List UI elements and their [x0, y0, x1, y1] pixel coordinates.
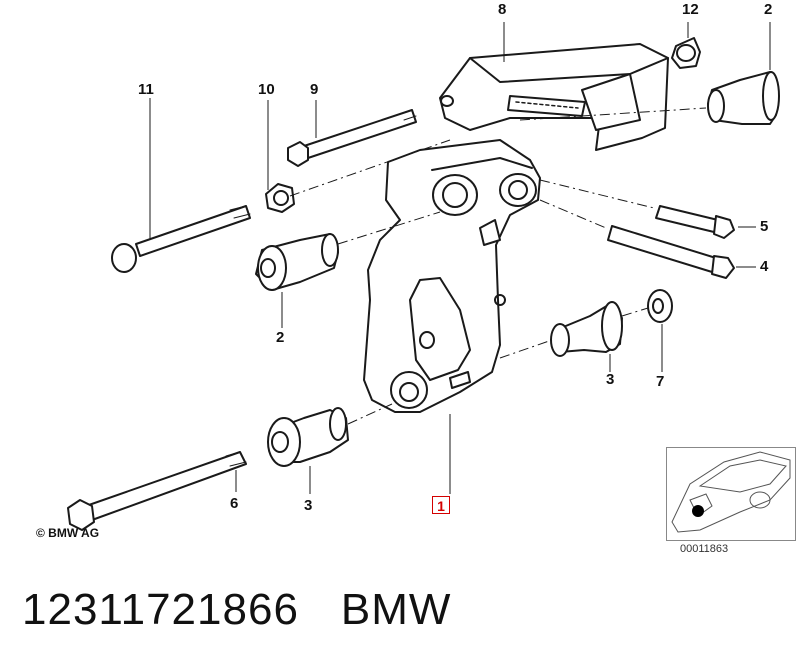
- bolt-6: [67, 451, 247, 531]
- bolt-11: [111, 205, 251, 273]
- callout-2-top: 2: [764, 1, 773, 18]
- callout-7: 7: [656, 373, 665, 390]
- callout-3-right: 3: [606, 371, 615, 388]
- callout-4: 4: [760, 258, 769, 275]
- washer-7: [647, 289, 673, 323]
- callout-10: 10: [258, 81, 275, 98]
- bolt-4: [607, 225, 735, 279]
- bushing-3-bottom: [267, 407, 349, 467]
- callout-6: 6: [230, 495, 239, 512]
- callout-8: 8: [498, 1, 507, 18]
- bushing-2-mid: [255, 233, 339, 291]
- exploded-parts-diagram: [67, 22, 791, 533]
- nut-12: [671, 37, 701, 69]
- callout-2-mid: 2: [276, 329, 285, 346]
- callout-11: 11: [138, 81, 154, 98]
- callout-3-bottom: 3: [304, 497, 313, 514]
- bolt-9: [287, 109, 417, 167]
- bracket-8: [439, 43, 669, 151]
- thumbnail-code: 00011863: [680, 543, 729, 555]
- callout-12: 12: [682, 1, 699, 18]
- bushing-2-top: [707, 71, 780, 125]
- nut-10: [265, 183, 295, 213]
- vehicle-thumbnail-sketch: [671, 451, 791, 533]
- location-dot: [692, 505, 704, 517]
- bushing-3-right: [550, 301, 623, 357]
- callout-1-highlighted: 1: [432, 496, 450, 514]
- part-caption: 12311721866 BMW: [22, 588, 451, 632]
- callout-9: 9: [310, 81, 319, 98]
- main-bracket-1: [363, 139, 541, 413]
- part-number: 12311721866: [22, 585, 299, 634]
- callout-5: 5: [760, 218, 769, 235]
- brand-name: BMW: [340, 585, 452, 634]
- bolt-5: [655, 205, 735, 239]
